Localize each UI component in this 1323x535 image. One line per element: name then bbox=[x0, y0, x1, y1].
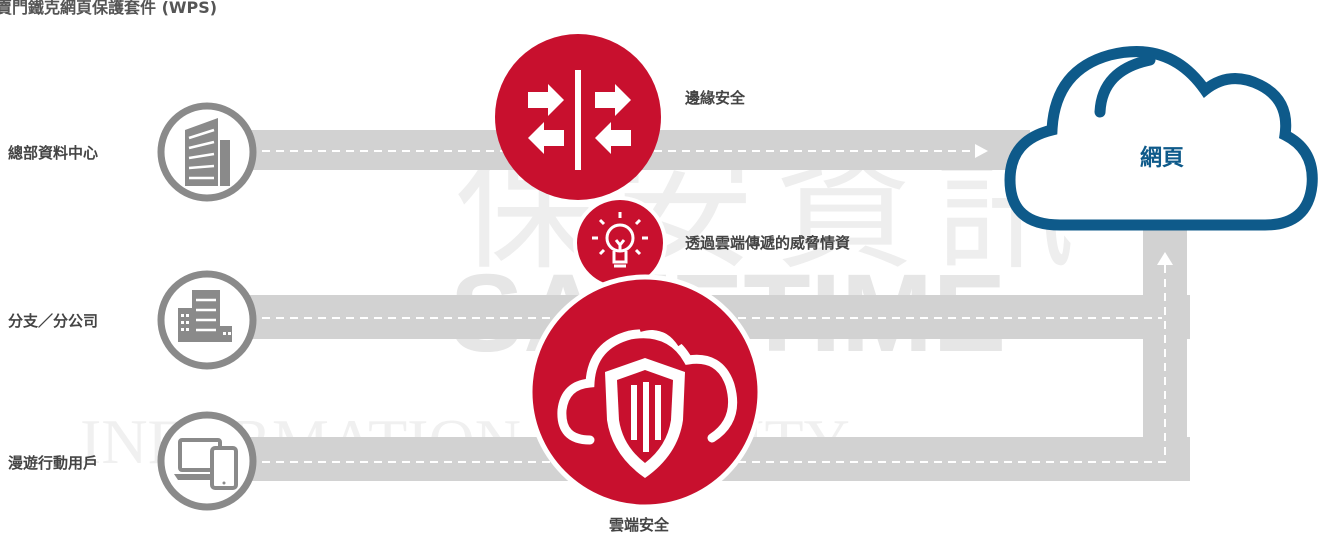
source-label-branch: 分支／分公司 bbox=[8, 312, 99, 330]
cloud-security-node bbox=[527, 274, 763, 510]
cloud-security-label: 雲端安全 bbox=[609, 516, 670, 534]
edge-arrows-icon bbox=[528, 70, 631, 170]
lightbulb-icon bbox=[592, 212, 648, 268]
page-title: 賣門鐵克網頁保護套件 (WPS) bbox=[0, 0, 218, 17]
source-branch-icon bbox=[157, 270, 257, 370]
source-hq-icon bbox=[157, 102, 257, 202]
edge-security-node bbox=[495, 34, 661, 200]
arrow-to-cloud-icon bbox=[975, 144, 988, 158]
source-label-hq: 總部資料中心 bbox=[8, 144, 99, 162]
web-cloud-icon bbox=[1004, 46, 1318, 231]
arrow-up-icon bbox=[1157, 252, 1173, 265]
threat-intel-node bbox=[573, 196, 667, 290]
edge-security-label: 邊緣安全 bbox=[685, 89, 746, 107]
source-label-mobile: 漫遊行動用戶 bbox=[8, 454, 99, 472]
source-mobile-icon bbox=[157, 411, 257, 511]
cloud-shield-icon bbox=[557, 325, 738, 478]
web-label: 網頁 bbox=[1140, 146, 1185, 171]
threat-intel-label: 透過雲端傳遞的威脅情資 bbox=[685, 234, 851, 252]
